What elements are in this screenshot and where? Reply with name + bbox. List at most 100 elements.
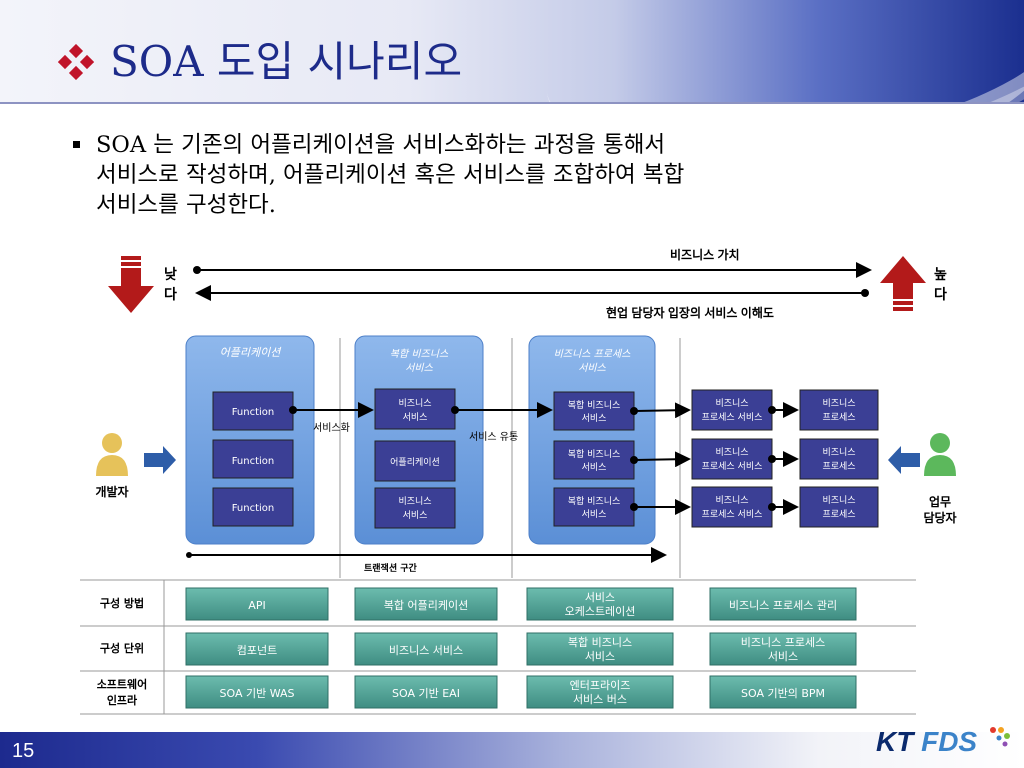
process-service-node-label: 비즈니스	[715, 495, 748, 506]
composite-nodes: 복합 비즈니스 서비스 복합 비즈니스 서비스 복합 비즈니스 서비스	[553, 391, 635, 527]
logo-kt: KT	[876, 726, 914, 757]
table-cell-text: 비즈니스 프로세스	[741, 636, 825, 649]
table-cell-text: SOA 기반 WAS	[220, 687, 295, 700]
summary-table: 구성 방법 구성 단위 소프트웨어 인프라 API 복합 어플리케이션 서비스 …	[80, 579, 916, 715]
square-bullet-icon	[73, 141, 80, 148]
process-node-label: 비즈니스	[822, 447, 855, 458]
function-node-label: Function	[232, 407, 275, 418]
business-service-node	[374, 487, 456, 529]
table-cell-text: 서비스	[585, 650, 615, 663]
application-column-title: 어플리케이션	[220, 346, 283, 359]
table-cell-text: 엔터프라이즈	[570, 679, 631, 692]
page-number: 15	[12, 740, 35, 762]
low-label: 낮	[164, 266, 177, 282]
red-up-arrow	[880, 256, 926, 311]
table-cell-text: 서비스 버스	[573, 693, 627, 706]
composite-column-title: 서비스	[405, 362, 433, 374]
process-node-label: 비즈니스	[822, 398, 855, 409]
function-node	[212, 391, 294, 431]
business-service-node-label: 비즈니스	[398, 496, 431, 507]
process-service-node-label: 프로세스 서비스	[702, 461, 763, 472]
process-service-node	[691, 486, 773, 528]
process-service-node-label: 비즈니스	[715, 398, 748, 409]
company-logo: KT FDS	[876, 726, 1011, 758]
table-row-label: 구성 방법	[100, 596, 144, 610]
table-cell	[526, 587, 674, 621]
table-cell-text: 비즈니스 서비스	[389, 644, 463, 657]
blue-right-arrow	[144, 446, 176, 474]
table-cell	[354, 587, 498, 621]
developer-label: 개발자	[95, 484, 128, 499]
composite-service-node	[553, 440, 635, 480]
process-service-node-label: 프로세스 서비스	[702, 412, 763, 423]
business-service-node-label: 서비스	[403, 510, 428, 521]
transaction-label: 트랜잭션 구간	[364, 562, 418, 574]
function-node	[212, 487, 294, 527]
table-cell-text: 서비스	[585, 591, 615, 604]
table-cell	[709, 675, 857, 709]
page-title: SOA 도입 시나리오	[110, 37, 463, 86]
application-node	[374, 440, 456, 482]
process-service-nodes: 비즈니스 프로세스 서비스 비즈니스 프로세스 서비스 비즈니스 프로세스 서비…	[691, 389, 879, 528]
table-cell	[185, 587, 329, 621]
table-cell	[185, 675, 329, 709]
table-cell-text: SOA 기반 EAI	[392, 687, 460, 700]
composite-service-node	[553, 391, 635, 431]
process-service-node-label: 비즈니스	[715, 447, 748, 458]
understanding-label: 현업 담당자 입장의 서비스 이해도	[606, 305, 774, 320]
description-line: 서비스를 구성한다.	[96, 192, 276, 218]
table-cell	[709, 587, 857, 621]
process-node	[799, 438, 879, 480]
header-divider	[0, 102, 1024, 104]
footer-band	[0, 732, 1024, 768]
description-paragraph: SOA 는 기존의 어플리케이션을 서비스화하는 과정을 통해서 서비스로 작성…	[96, 130, 946, 220]
composite-service-node-label: 복합 비즈니스	[568, 400, 621, 411]
composite-service-node-label: 서비스	[582, 462, 607, 473]
table-cell-text: 비즈니스 프로세스 관리	[729, 599, 837, 612]
table-cell	[185, 632, 329, 666]
table-cell	[354, 675, 498, 709]
bp-column-title: 비즈니스 프로세스	[554, 348, 632, 360]
table-cell-text: 오케스트레이션	[565, 605, 636, 618]
business-user-label: 담당자	[923, 510, 956, 525]
red-down-arrow	[108, 256, 154, 313]
composite-service-node	[553, 487, 635, 527]
composite-column-title: 복합 비즈니스	[390, 348, 449, 360]
application-node-label: 어플리케이션	[390, 457, 440, 468]
table-row-label: 구성 단위	[100, 641, 144, 655]
servicize-label: 서비스화	[313, 422, 350, 434]
process-node-label: 프로세스	[822, 509, 855, 520]
service-flow-label: 서비스 유통	[469, 431, 518, 443]
composite-service-node-label: 복합 비즈니스	[568, 496, 621, 507]
description-line: SOA 는 기존의 어플리케이션을 서비스화하는 과정을 통해서	[96, 132, 666, 158]
table-cell-text: 컴포넌트	[237, 644, 277, 657]
composite-service-node-label: 복합 비즈니스	[568, 449, 621, 460]
process-service-node	[691, 438, 773, 480]
developer-person-icon	[96, 433, 128, 476]
business-service-node-label: 서비스	[403, 412, 428, 423]
process-service-node-label: 프로세스 서비스	[702, 509, 763, 520]
table-cell-text: 복합 어플리케이션	[384, 599, 468, 612]
low-label: 다	[164, 286, 177, 302]
logo-dots-icon	[989, 727, 1010, 747]
table-cell	[526, 675, 674, 709]
function-node-label: Function	[232, 456, 275, 467]
header-band	[0, 0, 1024, 104]
table-cell	[709, 632, 857, 666]
table-cell-text: 서비스	[768, 650, 798, 663]
process-node-label: 프로세스	[822, 412, 855, 423]
table-row-label: 인프라	[107, 693, 138, 707]
function-node	[212, 439, 294, 479]
business-service-node	[374, 388, 456, 430]
business-value-label: 비즈니스 가치	[670, 247, 740, 262]
table-cell-text: API	[248, 599, 265, 612]
high-label: 다	[934, 286, 947, 302]
blue-left-arrow	[888, 446, 920, 474]
table-cell-text: SOA 기반의 BPM	[741, 687, 825, 700]
business-user-person-icon	[924, 433, 956, 476]
process-node	[799, 389, 879, 431]
composite-service-node-label: 서비스	[582, 509, 607, 520]
table-cell	[526, 632, 674, 666]
table-cell-text: 복합 비즈니스	[568, 636, 632, 649]
